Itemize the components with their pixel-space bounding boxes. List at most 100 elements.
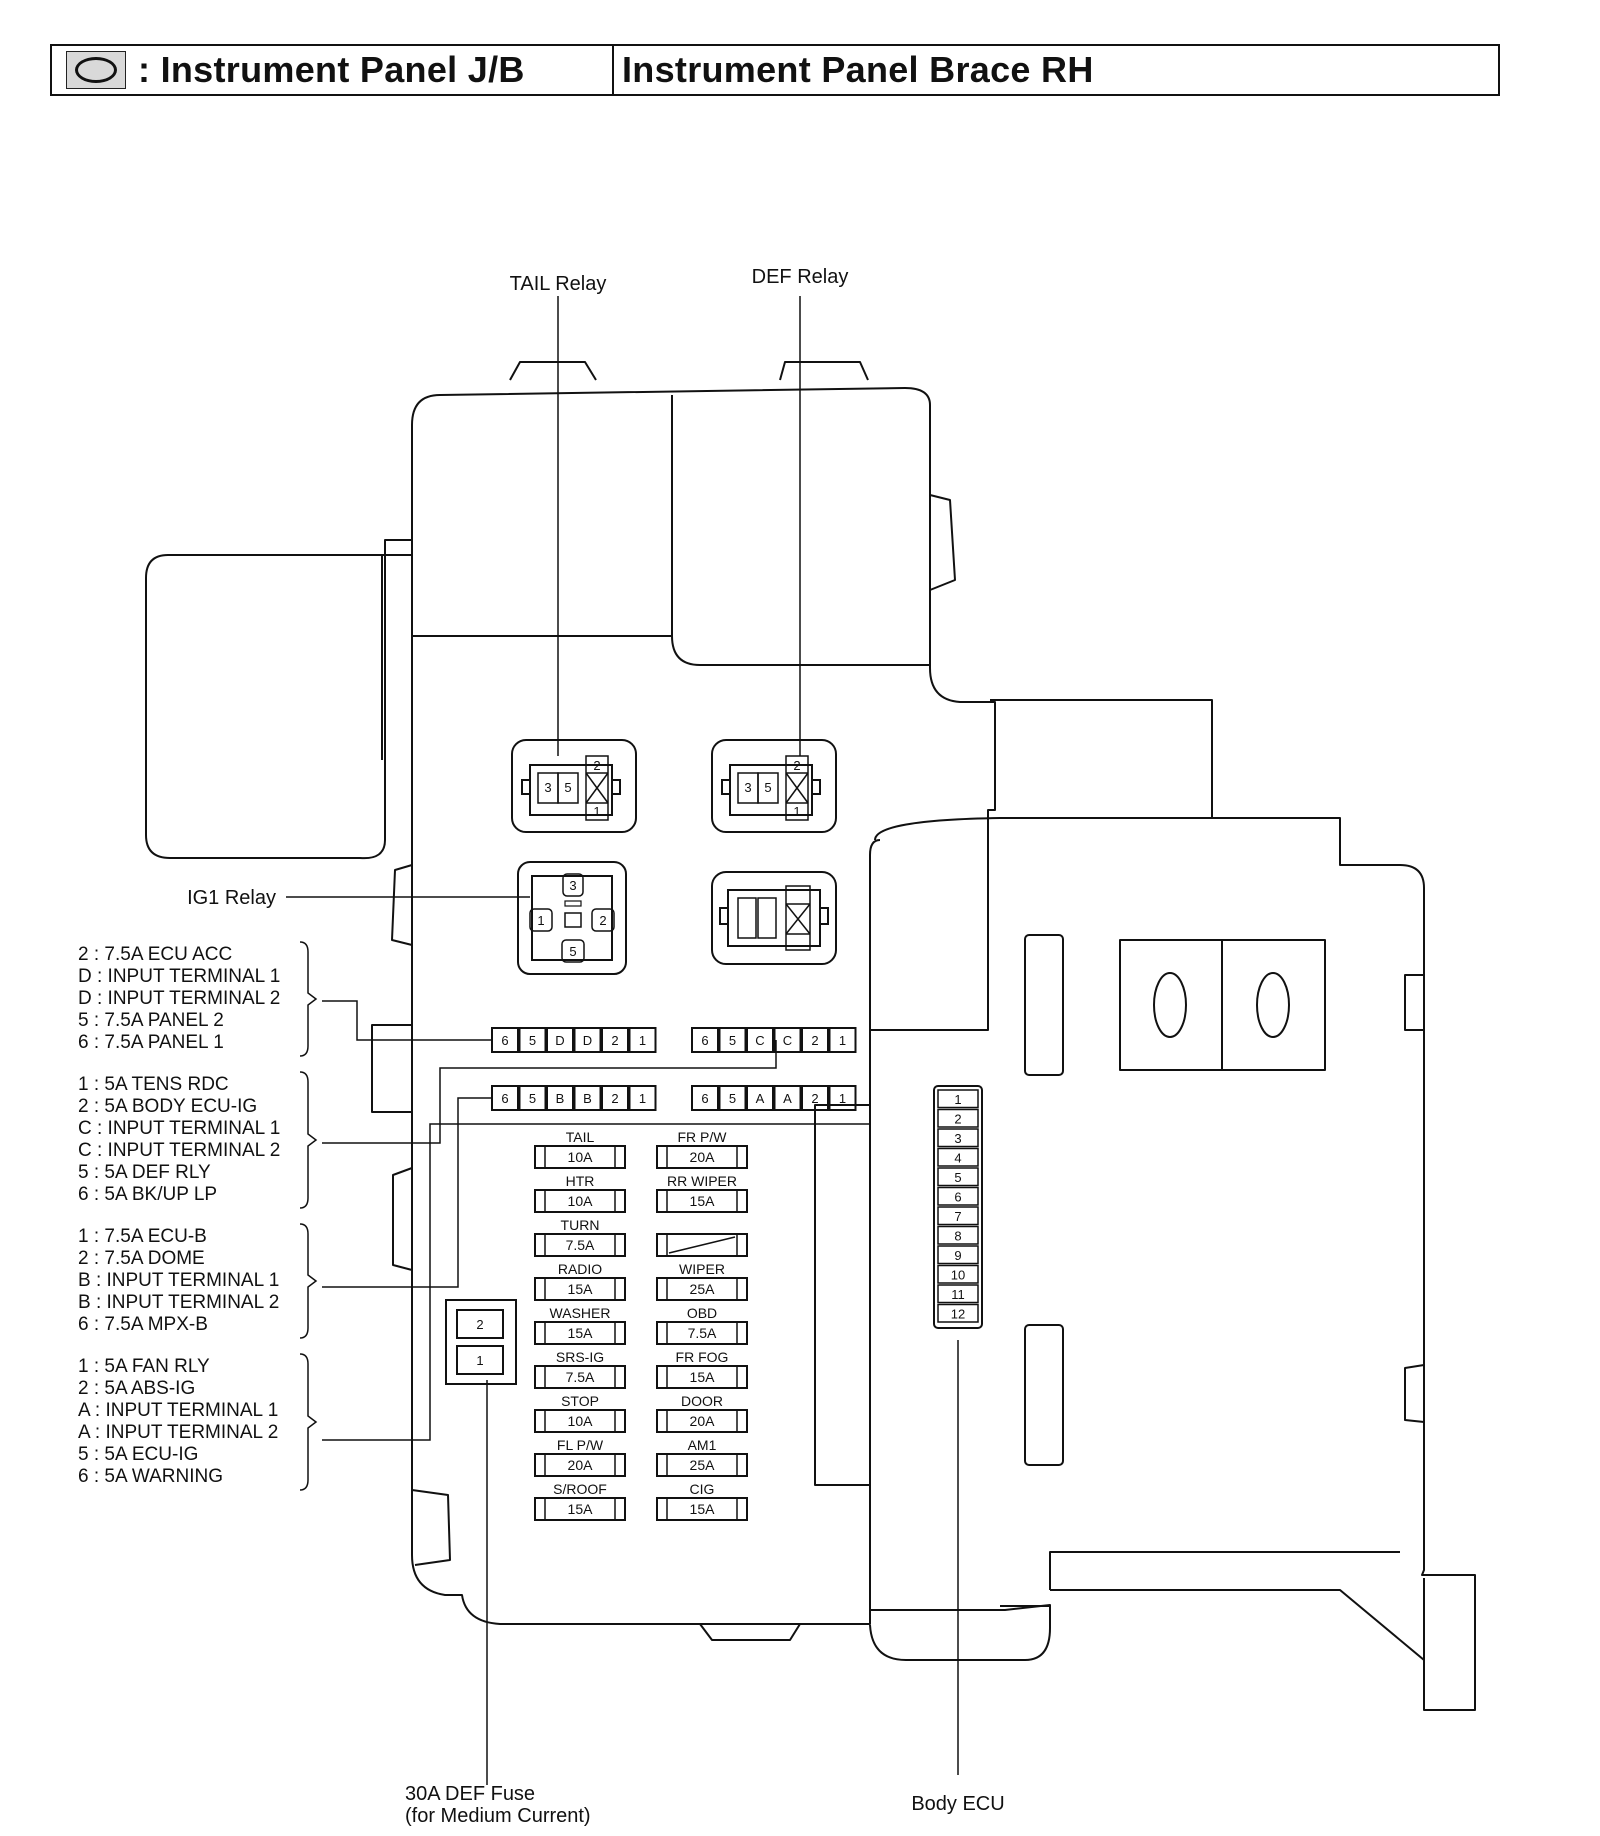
empty-fuse-slash — [668, 1236, 736, 1254]
fuse-slot — [534, 1189, 626, 1213]
fuse-amperage: 7.5A — [566, 1369, 595, 1385]
connector-pin — [518, 1085, 547, 1111]
connector-pin-label: 1 — [839, 1091, 846, 1106]
fuse-name: AM1 — [688, 1437, 717, 1453]
fuse-slot — [534, 1365, 626, 1389]
connector-legend-line: 1 : 5A TENS RDC — [78, 1074, 229, 1095]
body-ecu-pin-label: 3 — [954, 1131, 961, 1146]
def-relay-housing — [711, 739, 837, 833]
fuse-slot — [656, 1409, 748, 1433]
connector-pin-label: 6 — [701, 1091, 708, 1106]
def-fuse-slot — [456, 1309, 504, 1339]
connector-pin-label: 6 — [501, 1033, 508, 1048]
fuse-amperage: 25A — [690, 1281, 716, 1297]
fuse-amperage: 15A — [568, 1501, 594, 1517]
connector-legend-line: 5 : 5A DEF RLY — [78, 1162, 211, 1183]
connector-legend-line: 2 : 5A ABS-IG — [78, 1378, 195, 1399]
fuse-name: FR FOG — [676, 1349, 729, 1365]
fuse-amperage: 20A — [568, 1457, 594, 1473]
def-relay-pin-1: 1 — [793, 804, 800, 819]
fuse-name: HTR — [566, 1173, 595, 1189]
def-fuse-label: 30A DEF Fuse — [405, 1783, 535, 1805]
fuse-slot — [534, 1145, 626, 1169]
connector-legend-line: 1 : 7.5A ECU-B — [78, 1226, 207, 1247]
fuse-left-6: STOP 10A — [534, 1393, 626, 1433]
connector-pin — [691, 1085, 719, 1111]
legend-brace — [299, 1353, 318, 1491]
connector-oval-icon — [66, 51, 126, 89]
body-ecu-pin-label: 5 — [954, 1170, 961, 1185]
connector-legend-line: 2 : 5A BODY ECU-IG — [78, 1096, 257, 1117]
connector-pin-label: B — [556, 1091, 565, 1106]
connector-pin — [801, 1027, 829, 1053]
connector-legend-line: D : INPUT TERMINAL 2 — [78, 988, 280, 1009]
connector-legend-line: 1 : 5A FAN RLY — [78, 1356, 210, 1377]
fuse-slot — [534, 1409, 626, 1433]
connector-pin — [801, 1085, 829, 1111]
header-right-title: Instrument Panel Brace RH — [622, 49, 1094, 90]
tail-relay: 3 5 2 1 — [511, 739, 637, 833]
page-header: : Instrument Panel J/B Instrument Panel … — [50, 44, 1500, 96]
fuse-slot — [656, 1277, 748, 1301]
body-ecu-pin-label: 7 — [954, 1209, 961, 1224]
tail-relay-label: TAIL Relay — [510, 273, 607, 295]
fuse-slot — [656, 1497, 748, 1521]
connector-legend-line: 6 : 5A WARNING — [78, 1466, 223, 1487]
body-ecu-pin-label: 4 — [954, 1151, 961, 1166]
connector-legend-line: A : INPUT TERMINAL 2 — [78, 1422, 278, 1443]
fuse-slot — [656, 1145, 748, 1169]
connector-pin-label: A — [783, 1091, 792, 1106]
legend-brace — [299, 1071, 318, 1209]
connector-pin — [573, 1085, 602, 1111]
connector-pin-label: C — [755, 1033, 764, 1048]
def-fuse-holder — [445, 1299, 517, 1385]
fuse-slot — [656, 1453, 748, 1477]
fuse-amperage: 15A — [568, 1281, 594, 1297]
connector-pin-label: 2 — [611, 1091, 618, 1106]
connector-pin-label: D — [583, 1033, 592, 1048]
fuse-amperage: 7.5A — [566, 1237, 595, 1253]
fuse-amperage: 7.5A — [688, 1325, 717, 1341]
connector-pin-label: 5 — [529, 1033, 536, 1048]
connector-pin — [718, 1027, 747, 1053]
connector-legend-line: 6 : 7.5A MPX-B — [78, 1314, 208, 1335]
connector-pin-label: 1 — [839, 1033, 846, 1048]
fuse-group: TAIL10AHTR10ATURN7.5ARADIO15AWASHER15ASR… — [534, 1129, 748, 1521]
body-ecu-pin — [937, 1225, 979, 1245]
connector-pin-label: A — [756, 1091, 765, 1106]
connector-legend-line: 5 : 7.5A PANEL 2 — [78, 1010, 224, 1031]
connector-pin — [773, 1085, 802, 1111]
fuse-amperage: 10A — [568, 1193, 594, 1209]
unlabeled-relay-housing — [711, 871, 837, 965]
body-ecu-pin-label: 9 — [954, 1248, 961, 1263]
connector-legend-line: B : INPUT TERMINAL 1 — [78, 1270, 279, 1291]
connector-pin-label: 5 — [729, 1033, 736, 1048]
fuse-amperage: 10A — [568, 1149, 594, 1165]
body-ecu-label: Body ECU — [911, 1793, 1004, 1815]
fuse-name: WASHER — [550, 1305, 611, 1321]
connector-legend-line: 2 : 7.5A ECU ACC — [78, 944, 232, 965]
fuse-amperage: 15A — [690, 1193, 716, 1209]
connector-pin — [773, 1027, 802, 1053]
connector-pin — [628, 1085, 657, 1111]
connector-pin — [628, 1027, 657, 1053]
fuse-amperage: 10A — [568, 1413, 594, 1429]
fuse-name: STOP — [561, 1393, 599, 1409]
connector-legend-line: D : INPUT TERMINAL 1 — [78, 966, 280, 987]
fuse-name: FL P/W — [557, 1437, 604, 1453]
fuse-name: DOOR — [681, 1393, 723, 1409]
body-ecu-pin — [937, 1206, 979, 1226]
